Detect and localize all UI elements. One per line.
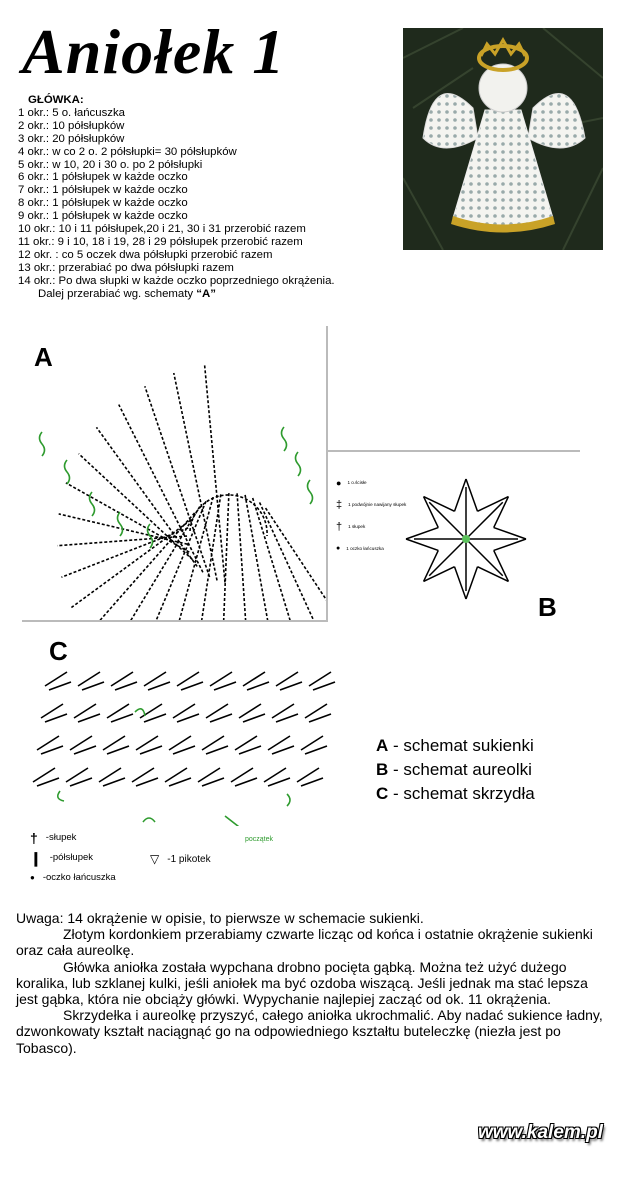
step-item: 11 okr.: 9 i 10, 18 i 19, 28 i 29 półsłu… [18, 235, 303, 248]
dress-chart [38, 365, 364, 713]
step-item: 4 okr.: w co 2 o. 2 półsłupki= 30 półsłu… [18, 145, 237, 158]
bar-icon: ❙ [30, 850, 42, 866]
wing-chart [32, 671, 336, 831]
diagram-a-label: A [34, 342, 53, 372]
triangle-icon: ▽ [150, 852, 160, 866]
step-item: 8 okr.: 1 półsłupek w każde oczko [18, 197, 188, 210]
wing-legend: †-słupek ❙-półsłupek ●-oczko łańcuszka [30, 828, 116, 888]
angel-photo [403, 28, 603, 250]
step-item: 10 okr.: 10 i 11 półsłupek,20 i 21, 30 i… [18, 223, 306, 236]
halo-chart [405, 478, 527, 600]
step-item: 6 okr.: 1 półsłupek w każde oczko [18, 171, 188, 184]
step-item: 3 okr.: 20 półsłupków [18, 132, 125, 145]
notes: Uwaga: 14 okrążenie w opisie, to pierwsz… [16, 910, 610, 1056]
head-heading: GŁÓWKA: [28, 94, 84, 106]
watermark: www.kalem.pl [478, 1122, 603, 1143]
dagger-icon: † [30, 830, 38, 846]
diagram-b: ●1 o.ścisłe ‡1 podwójnie nawijany słupek… [326, 450, 580, 622]
picot-legend: ▽-1 pikotek [150, 852, 211, 866]
note-paragraph: Uwaga: 14 okrążenie w opisie, to pierwsz… [16, 910, 424, 926]
dot-icon: ● [30, 873, 35, 882]
step-item: 14 okr.: Po dwa słupki w każde oczko pop… [18, 274, 335, 287]
step-item: 5 okr.: w 10, 20 i 30 o. po 2 półsłupki [18, 158, 203, 171]
head-instructions: GŁÓWKA: 1 okr.: 5 o. łańcuszka 2 okr.: 1… [18, 94, 335, 301]
diagram-b-label: B [538, 592, 557, 622]
step-item: 2 okr.: 10 półsłupków [18, 119, 125, 132]
diagram-captions: A - schemat sukienki B - schemat aureolk… [376, 736, 535, 803]
diagram-a: A [22, 326, 364, 713]
note-paragraph: Główka aniołka została wypchana drobno p… [16, 958, 588, 1008]
step-list: 1 okr.: 5 o. łańcuszka 2 okr.: 10 półsłu… [18, 107, 335, 288]
step-item: 13 okr.: przerabiać po dwa półsłupki raz… [18, 261, 234, 274]
page-title: Aniołek 1 [22, 16, 286, 87]
step-item: 12 okr. : co 5 oczek dwa półsłupki przer… [18, 248, 273, 261]
diagram-c: C początek [15, 626, 355, 888]
start-annotation: początek [245, 836, 274, 843]
note-paragraph: Skrzydełka i aureolkę przyszyć, całego a… [16, 1007, 603, 1056]
halo-legend: ●1 o.ścisłe ‡1 podwójnie nawijany słupek… [336, 478, 407, 552]
note-paragraph: Złotym kordonkiem przerabiamy czwarte li… [16, 926, 593, 959]
continue-note: Dalej przerabiać wg. schematy “A” [38, 287, 216, 300]
diagram-c-label: C [49, 636, 68, 666]
step-item: 1 okr.: 5 o. łańcuszka [18, 106, 126, 119]
step-item: 7 okr.: 1 półsłupek w każde oczko [18, 184, 188, 197]
step-item: 9 okr.: 1 półsłupek w każde oczko [18, 210, 188, 223]
